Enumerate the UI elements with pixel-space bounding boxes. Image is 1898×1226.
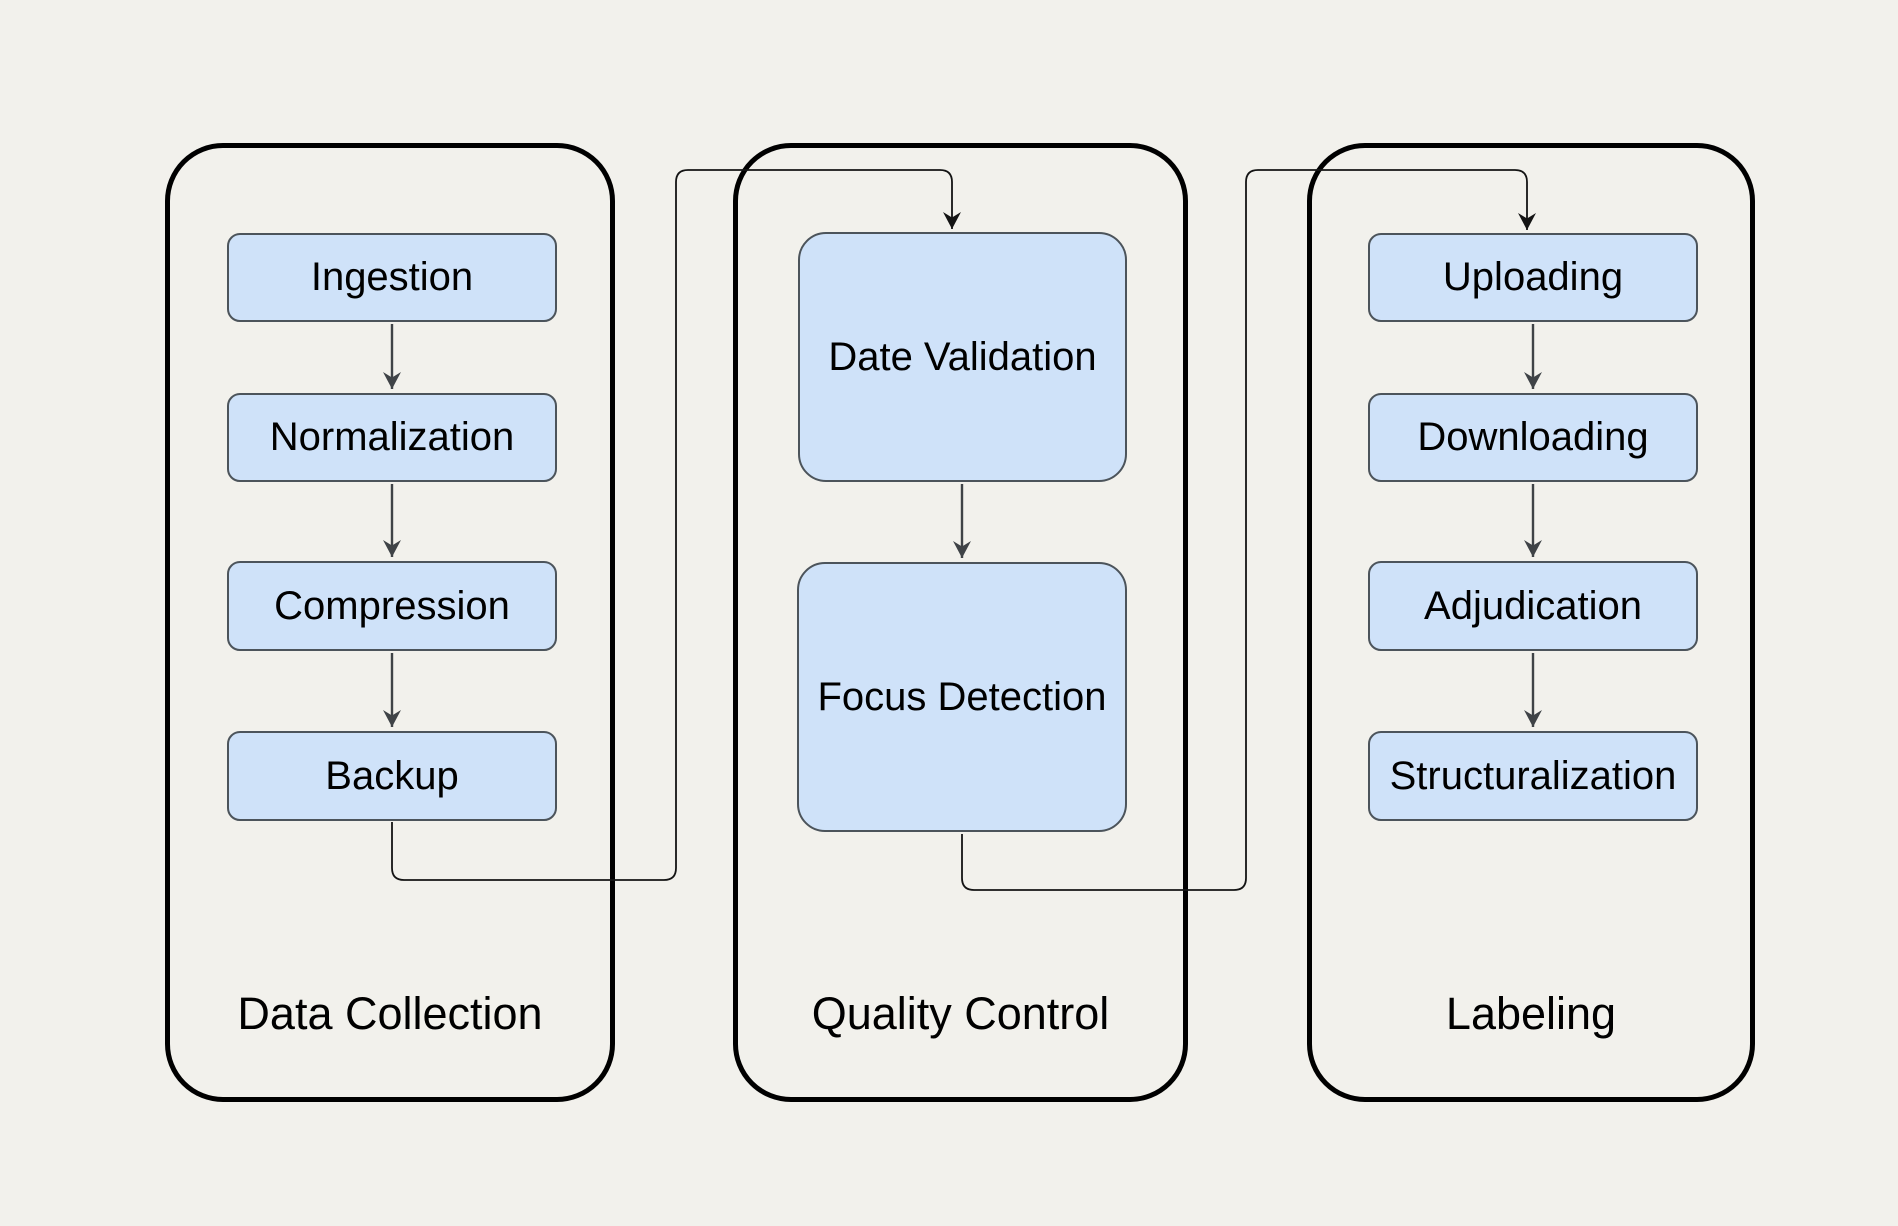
node-ingestion[interactable]: Ingestion: [227, 233, 557, 322]
node-structuralization[interactable]: Structuralization: [1368, 731, 1698, 821]
node-backup[interactable]: Backup: [227, 731, 557, 821]
node-ingestion-label: Ingestion: [310, 255, 474, 299]
node-date-validation[interactable]: Date Validation: [798, 232, 1127, 482]
node-date-validation-label: Date Validation: [828, 334, 1097, 379]
node-downloading[interactable]: Downloading: [1368, 393, 1698, 482]
group-label-labeling: Labeling: [1445, 988, 1617, 1039]
node-adjudication[interactable]: Adjudication: [1368, 561, 1698, 651]
node-focus-detection[interactable]: Focus Detection: [797, 562, 1127, 832]
node-compression-label: Compression: [274, 583, 510, 628]
node-uploading[interactable]: Uploading: [1368, 233, 1698, 322]
node-downloading-label: Downloading: [1417, 415, 1649, 459]
node-structuralization-label: Structuralization: [1389, 753, 1677, 798]
node-normalization-label: Normalization: [269, 415, 515, 459]
group-label-data-collection: Data Collection: [237, 988, 543, 1039]
node-backup-label: Backup: [325, 753, 459, 798]
node-uploading-label: Uploading: [1442, 255, 1624, 299]
node-focus-detection-label: Focus Detection: [817, 674, 1107, 719]
node-adjudication-label: Adjudication: [1424, 583, 1642, 628]
node-compression[interactable]: Compression: [227, 561, 557, 651]
node-normalization[interactable]: Normalization: [227, 393, 557, 482]
group-label-quality-control: Quality Control: [811, 988, 1110, 1039]
